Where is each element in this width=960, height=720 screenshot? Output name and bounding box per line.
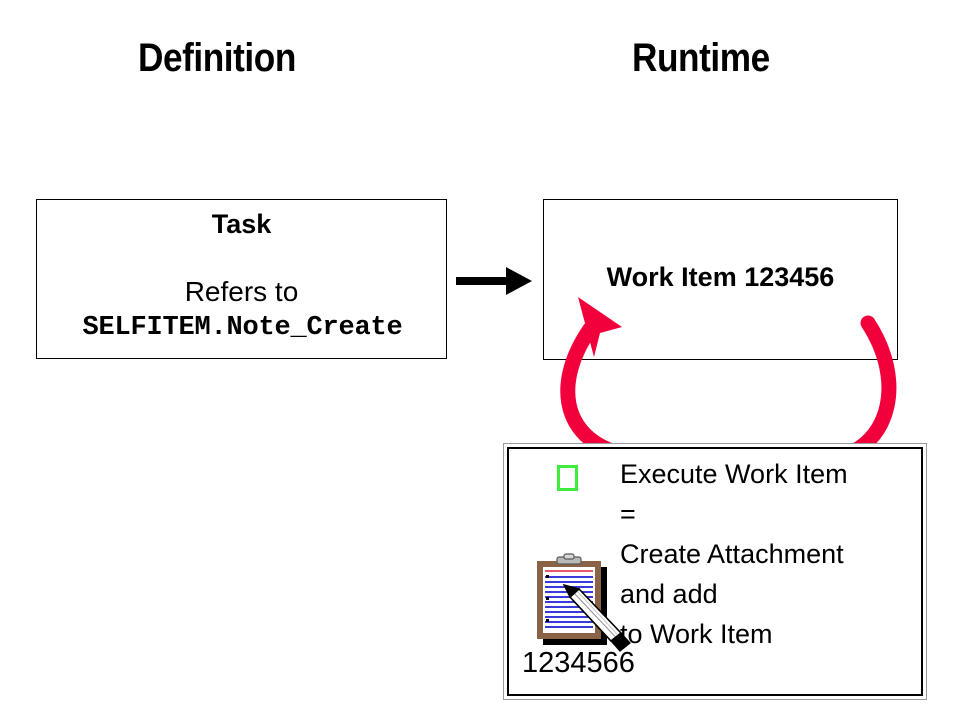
clipboard-pencil-icon [537,553,631,652]
action-line: Execute Work Item [620,459,848,489]
action-work-item-number: 1234566 [522,647,635,679]
action-text-lines: Execute Work Item = Create Attachment an… [620,454,920,654]
task-box: Task Refers to SELFITEM.Note_Create [36,199,447,359]
task-box-refers-label: Refers to [184,276,299,307]
action-line: to Work Item [620,619,773,649]
heading-runtime: Runtime [632,36,770,80]
action-line: and add [620,579,718,609]
action-description-box: Execute Work Item = Create Attachment an… [503,443,927,700]
work-item-box: Work Item 123456 [543,199,898,360]
action-line: = [620,499,636,529]
right-arrow-icon [456,267,532,295]
task-box-title: Task [211,209,272,239]
heading-definition: Definition [138,36,296,80]
green-square-bullet-icon [557,465,578,491]
task-box-expression: SELFITEM.Note_Create [82,313,403,343]
action-line: Create Attachment [620,539,844,569]
work-item-label: Work Item 123456 [606,262,835,292]
action-description-box-inner: Execute Work Item = Create Attachment an… [507,447,923,696]
